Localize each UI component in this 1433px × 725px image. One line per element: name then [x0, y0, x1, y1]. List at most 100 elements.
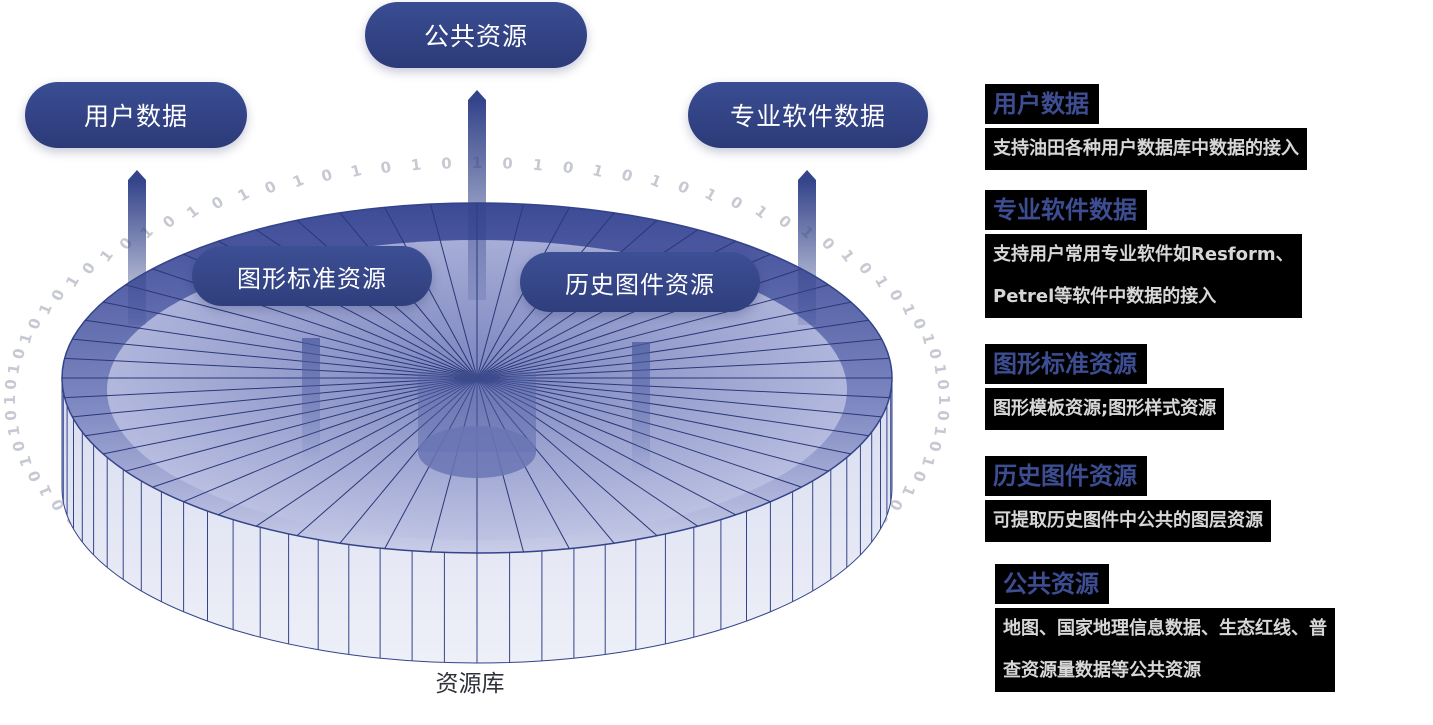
disk-spoke — [430, 203, 478, 379]
disk-hub-base — [418, 426, 536, 478]
binary-digit: 0 — [441, 154, 453, 173]
legend-desc: 地图、国家地理信息数据、生态红线、普 查资源量数据等公共资源 — [995, 608, 1335, 692]
disk-spoke — [296, 377, 478, 537]
disk-spoke — [476, 377, 869, 437]
disk-spoke — [476, 377, 882, 418]
legend-desc: 支持用户常用专业软件如Resform、 Petrel等软件中数据的接入 — [985, 234, 1302, 318]
disk-spoke — [72, 338, 478, 379]
legend-item-public-resources: 公共资源 地图、国家地理信息数据、生态红线、普 查资源量数据等公共资源 — [995, 564, 1433, 692]
disk-spoke — [476, 357, 890, 379]
disk-spoke — [476, 377, 736, 516]
legend-desc-line: Petrel等软件中数据的接入 — [993, 286, 1217, 307]
public-arrow-head — [468, 90, 486, 100]
binary-digit: 0 — [9, 347, 29, 361]
binary-digit: 1 — [349, 161, 364, 181]
binary-digit: 0 — [727, 193, 746, 214]
disk-spoke — [476, 377, 771, 503]
disk-spoke — [125, 284, 478, 379]
binary-digit: 1 — [62, 272, 83, 290]
legend-desc-line: 地图、国家地理信息数据、生态红线、普 — [1003, 618, 1327, 639]
binary-digit: 1 — [96, 246, 117, 265]
binary-digit: 0 — [78, 259, 99, 278]
binary-digit: 1 — [930, 363, 949, 376]
binary-digit: 0 — [159, 212, 179, 232]
binary-digit: 0 — [675, 177, 692, 198]
legend-title: 公共资源 — [995, 564, 1109, 604]
disk-spoke — [476, 377, 615, 544]
binary-digit: 0 — [909, 468, 929, 484]
binary-digit: 1 — [918, 331, 938, 346]
disk-spoke — [64, 357, 478, 379]
disk-spoke — [218, 377, 478, 516]
binary-digit: 1 — [410, 155, 423, 174]
node-user-data[interactable]: 用户数据 — [25, 82, 247, 148]
disk-spoke — [255, 377, 478, 527]
binary-digit: 0 — [818, 234, 838, 254]
binary-digit: 0 — [262, 177, 279, 198]
binary-digit: 0 — [319, 165, 335, 185]
binary-digit: 1 — [1, 395, 19, 405]
legend-desc-line: 支持用户常用专业软件如Resform、 — [993, 244, 1294, 265]
binary-digit: 0 — [2, 379, 21, 391]
binary-digit: 1 — [898, 482, 919, 499]
binary-digit: 1 — [591, 161, 606, 181]
legend-title: 用户数据 — [985, 84, 1099, 124]
legend-item-user-data: 用户数据 支持油田各种用户数据库中数据的接入 — [985, 84, 1425, 170]
binary-digit: 1 — [532, 155, 545, 174]
legend-title: 图形标准资源 — [985, 344, 1147, 384]
legend-desc: 图形模板资源;图形样式资源 — [985, 388, 1225, 430]
binary-digit: 0 — [925, 347, 945, 361]
node-software-data[interactable]: 专业软件数据 — [688, 82, 928, 148]
disk-spoke — [476, 203, 524, 379]
legend-item-software-data: 专业软件数据 支持用户常用专业软件如Resform、 Petrel等软件中数据的… — [985, 190, 1425, 318]
resource-diagram: 1010101010101010101010101010101010101010… — [1, 2, 953, 697]
history-shaft — [632, 342, 650, 477]
disk-spoke — [476, 377, 890, 399]
binary-digit: 1 — [898, 301, 919, 318]
user-arrow — [128, 180, 146, 325]
node-graphic-standard[interactable]: 图形标准资源 — [192, 246, 432, 306]
binary-digit: 0 — [934, 379, 953, 391]
disk-spoke — [476, 338, 882, 379]
binary-digit: 0 — [379, 158, 393, 178]
binary-digit: 1 — [35, 301, 56, 318]
software-arrow-head — [798, 170, 816, 180]
disk-spoke — [476, 377, 699, 527]
binary-digit: 1 — [752, 202, 771, 223]
binary-digit: 1 — [647, 171, 664, 192]
disk-spoke — [476, 377, 658, 537]
legend-desc-line: 查资源量数据等公共资源 — [1003, 660, 1201, 681]
disk-spoke — [476, 284, 829, 379]
legend-desc-line: 可提取历史图件中公共的图层资源 — [993, 510, 1263, 531]
legend-title: 专业软件数据 — [985, 190, 1147, 230]
binary-digit: 0 — [886, 287, 907, 304]
binary-digit: 1 — [183, 202, 202, 223]
software-arrow — [798, 180, 816, 325]
legend-desc: 支持油田各种用户数据库中数据的接入 — [985, 128, 1307, 170]
node-public-resources[interactable]: 公共资源 — [365, 2, 587, 68]
disk-spoke — [85, 377, 478, 437]
database-disk: 1010101010101010101010101010101010101010… — [1, 90, 953, 664]
node-history-maps[interactable]: 历史图件资源 — [520, 252, 760, 312]
legend-desc-line: 支持油田各种用户数据库中数据的接入 — [993, 138, 1299, 159]
binary-digit: 1 — [935, 395, 953, 405]
binary-digit: 0 — [619, 165, 635, 185]
binary-digit: 1 — [4, 425, 23, 438]
legend-item-graphic-standard: 图形标准资源 图形模板资源;图形样式资源 — [985, 344, 1425, 430]
binary-digit: 0 — [25, 468, 45, 484]
binary-digit: 1 — [871, 272, 892, 290]
binary-digit: 1 — [837, 246, 858, 265]
binary-digit: 1 — [35, 482, 56, 499]
binary-digit: 1 — [4, 363, 23, 376]
binary-digit: 0 — [25, 316, 45, 332]
binary-digit: 1 — [290, 171, 307, 192]
disk-spoke — [339, 377, 478, 544]
disk-spoke — [476, 377, 829, 472]
binary-digit: 0 — [934, 410, 953, 422]
binary-digit: 0 — [2, 410, 21, 422]
binary-digit: 0 — [909, 316, 929, 332]
disk-spoke — [103, 377, 478, 455]
disk-spoke — [85, 319, 478, 379]
binary-digit: 1 — [930, 425, 949, 438]
binary-digit: 1 — [16, 331, 36, 346]
